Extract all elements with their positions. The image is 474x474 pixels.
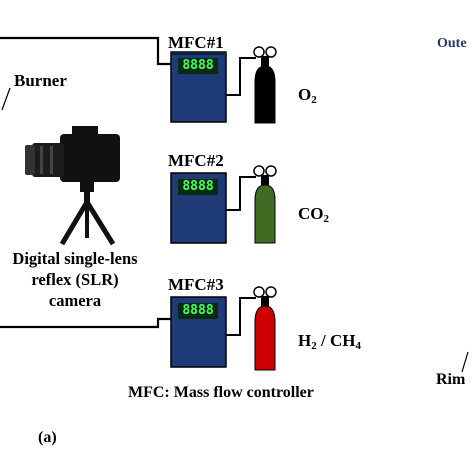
mfc-1-display: 8888 [178,58,218,74]
mfc-3-label: MFC#3 [168,275,224,294]
legend-text: MFC: Mass flow controller [128,384,314,401]
mfc-2-display: 8888 [178,179,218,195]
burner-label: Burner [14,71,67,90]
gas-line-3 [0,317,171,329]
outer-label-partial: Oute [437,36,467,51]
gas-line-1 [0,36,171,66]
rim-label: Rim [436,371,466,388]
tripod-icon [59,182,116,246]
cylinder-3-icon [253,286,277,371]
gas-label-3: H2 / CH4 [298,331,361,352]
camera-caption-line2: reflex (SLR) [31,270,119,289]
cylinder-2-icon [253,165,277,244]
mfc-1-label: MFC#1 [168,33,224,52]
rim-pointer [461,351,469,373]
mfc-2-label: MFC#2 [168,151,224,170]
mfc-3-display: 8888 [178,303,218,319]
gas-label-2: CO2 [298,204,329,225]
burner-pointer [1,87,11,111]
camera-caption: Digital single-lens reflex (SLR) camera [0,248,150,311]
link-mfc1-cylinder [226,57,256,96]
gas-label-1: O2 [298,85,317,106]
panel-label: (a) [38,429,57,446]
link-mfc3-cylinder [226,297,256,336]
link-mfc2-cylinder [226,176,256,211]
camera-icon [25,126,120,182]
camera-caption-line3: camera [48,291,102,310]
camera-caption-line1: Digital single-lens [12,249,138,268]
cylinder-1-icon [253,46,277,124]
